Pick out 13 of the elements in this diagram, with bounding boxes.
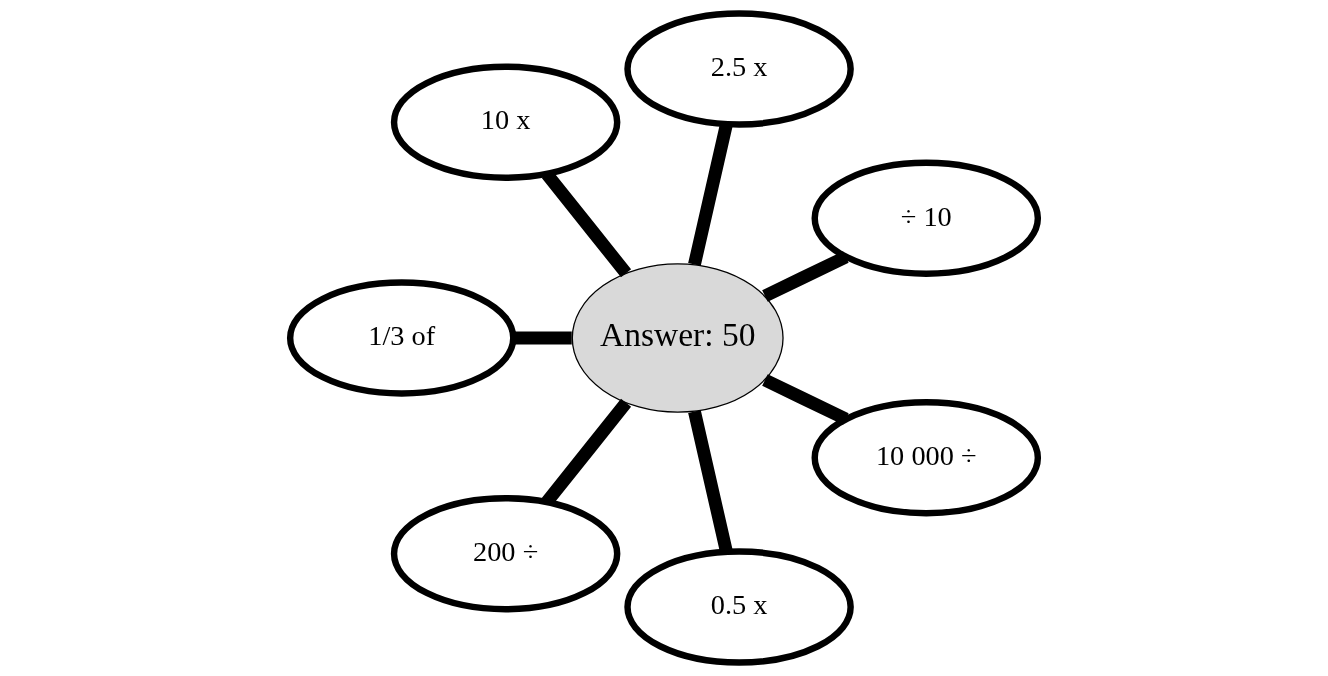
connector [688,410,733,553]
connector [762,251,849,302]
node-ellipse: ÷ 10 [811,159,1042,277]
node-ellipse: 200 ÷ [390,495,621,613]
node-ellipse: 0.5 x [624,548,854,666]
connector [762,374,849,425]
connector [688,123,733,266]
node-ellipse: 10 000 ÷ [811,399,1042,517]
node-ellipse: Answer: 50 [571,263,784,413]
node-ellipse: 10 x [390,63,621,181]
node-ellipse: 2.5 x [624,10,854,128]
connector [513,331,572,345]
node-ellipse: 1/3 of [286,279,517,397]
